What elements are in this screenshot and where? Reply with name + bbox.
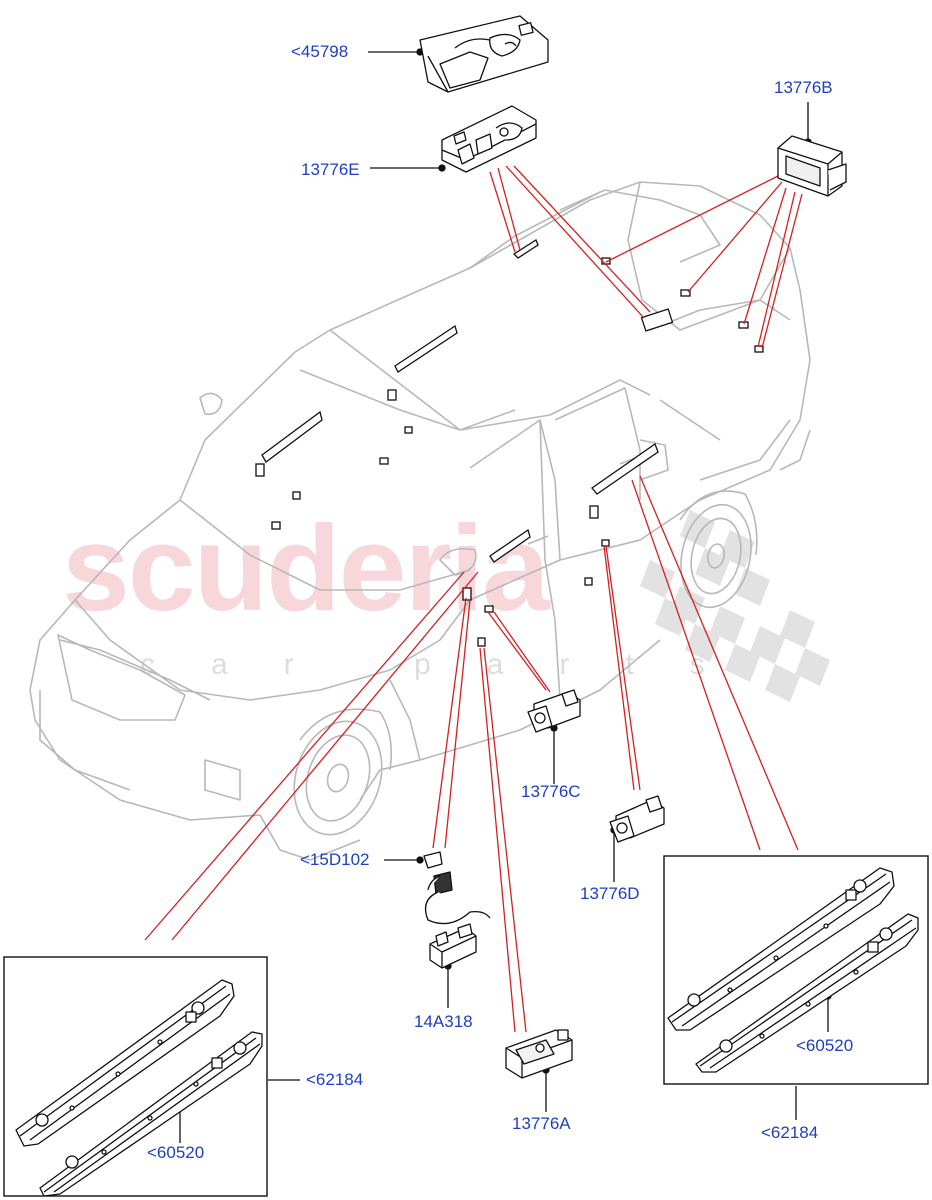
leader-lines	[144, 165, 803, 1033]
callout-60520-left: <60520	[147, 1143, 205, 1162]
right-scuff-plates	[667, 867, 919, 1073]
callout-60520-right: <60520	[796, 1036, 854, 1055]
detail-box-left	[3, 956, 268, 1197]
left-scuff-plates	[15, 979, 263, 1197]
callout-13776E: 13776E	[301, 160, 360, 179]
callout-14A318: 14A318	[414, 1012, 473, 1031]
watermark-tagline: car parts	[140, 648, 761, 681]
vehicle-outline	[29, 181, 811, 861]
part-13776A-lamp	[505, 1029, 573, 1079]
callout-15D102: <15D102	[300, 850, 370, 869]
callout-45798: <45798	[291, 42, 349, 61]
callout-13776D: 13776D	[580, 884, 640, 903]
part-13776D-lamp	[609, 795, 665, 843]
watermark-flag	[640, 510, 830, 702]
callout-13776B: 13776B	[774, 78, 833, 97]
part-14A318-module	[429, 923, 477, 969]
callout-13776C: 13776C	[521, 782, 581, 801]
callout-62184-left: <62184	[306, 1070, 364, 1089]
callout-62184-right: <62184	[761, 1123, 819, 1142]
interior-lamps-on-car	[255, 239, 764, 647]
part-45798-bracket	[419, 15, 549, 93]
detail-box-right	[663, 855, 929, 1085]
part-13776E-lamp	[441, 105, 537, 173]
callout-13776A: 13776A	[512, 1114, 571, 1133]
part-13776B-lamp	[777, 135, 847, 197]
part-15D102-harness	[423, 851, 491, 925]
part-13776C-lamp	[527, 689, 581, 733]
